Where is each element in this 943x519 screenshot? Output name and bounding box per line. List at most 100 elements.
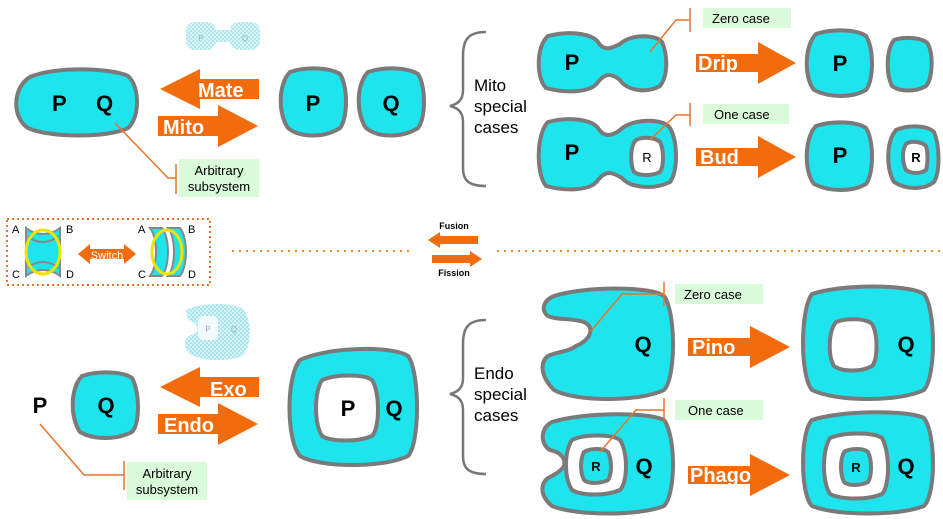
one-case-pointer-top	[649, 103, 691, 141]
zero-case-pointer-top	[649, 8, 691, 53]
faded-icon-bottom: P Q	[185, 304, 250, 361]
drip-cell-right-p	[804, 28, 874, 98]
bud-arrow	[696, 136, 796, 178]
pino-right-vesicle	[827, 317, 879, 373]
switch-frame	[6, 218, 211, 286]
arbitrary-note-bottom	[127, 462, 207, 500]
corner-d-right: D	[188, 269, 196, 281]
cell-q-top	[356, 66, 426, 138]
fusion-label: Fusion	[439, 221, 469, 231]
cell-q-top-label: Q	[382, 91, 399, 116]
exo-label: Exo	[210, 379, 247, 401]
zero-case-pointer-bottom	[589, 282, 665, 333]
fission-arrow	[432, 251, 482, 267]
drip-left-p-label: P	[565, 50, 580, 75]
merged-cell-pq	[14, 67, 139, 138]
one-case-note-top	[703, 104, 789, 124]
zero-case-note-bottom	[675, 284, 763, 304]
corner-b-right: B	[188, 224, 195, 236]
brace-bottom	[449, 318, 487, 476]
svg-text:Q: Q	[242, 34, 248, 43]
zero-case-note-bottom-text: Zero case	[684, 287, 742, 302]
endo-arrow	[158, 403, 258, 445]
corner-a-left: A	[12, 224, 20, 236]
mate-arrow	[160, 69, 259, 109]
group-label-top-3: cases	[474, 118, 518, 137]
bud-right-r-label: R	[911, 150, 921, 165]
bud-cell-right-r-inner	[901, 139, 930, 175]
one-case-pointer-bottom	[599, 398, 665, 453]
exo-arrow	[160, 367, 259, 407]
bottom-cell-q	[70, 370, 140, 440]
bud-label: Bud	[700, 147, 739, 169]
pino-left-q-label: Q	[634, 332, 651, 357]
one-case-note-bottom-text: One case	[688, 403, 744, 418]
bud-left-p-label: P	[565, 140, 580, 165]
corner-c-left: C	[12, 269, 20, 281]
bud-right-p-label: P	[833, 143, 848, 168]
endo-outer-q-label: Q	[385, 396, 402, 421]
svg-text:Q: Q	[231, 325, 237, 334]
mito-arrow	[158, 105, 258, 147]
arbitrary-note-top-line1: Arbitrary	[194, 163, 244, 178]
phago-left-q-label: Q	[635, 454, 652, 479]
bud-inner-r-left	[629, 135, 665, 177]
pino-arrow	[688, 326, 790, 368]
group-label-bottom-2: special	[474, 385, 527, 404]
bud-left-r-label: R	[642, 150, 651, 165]
cell-p-top-label: P	[306, 91, 321, 116]
zero-case-note-top-text: Zero case	[712, 11, 770, 26]
zero-case-note-top	[703, 8, 791, 28]
drip-droplet	[885, 35, 934, 93]
arbitrary-note-top	[179, 159, 259, 197]
group-label-bottom-3: cases	[474, 406, 518, 425]
phago-arrow	[688, 454, 790, 496]
corner-c-right: C	[138, 269, 146, 281]
arbitrary-pointer-bottom	[39, 423, 125, 490]
svg-text:P: P	[205, 325, 210, 334]
phago-label: Phago	[690, 465, 751, 487]
corner-a-right: A	[138, 224, 146, 236]
arbitrary-note-bottom-line1: Arbitrary	[142, 466, 192, 481]
mito-label: Mito	[163, 117, 204, 139]
arbitrary-note-bottom-line2: subsystem	[136, 482, 198, 497]
endo-inner-p-label: P	[341, 396, 356, 421]
corner-d-left: D	[66, 269, 74, 281]
cell-p-top	[278, 66, 348, 138]
mate-label: Mate	[198, 80, 244, 102]
drip-label: Drip	[698, 53, 738, 75]
switch-figure-left	[24, 225, 62, 279]
drip-cell-left	[536, 31, 669, 94]
bottom-cell-q-label: Q	[97, 393, 114, 418]
endo-inner-vesicle	[314, 373, 380, 443]
svg-text:P: P	[198, 34, 203, 43]
faded-icon-top: P Q	[186, 22, 260, 50]
pino-cell-left	[540, 286, 675, 401]
one-case-note-top-text: One case	[714, 107, 770, 122]
drip-arrow	[696, 42, 796, 84]
phago-right-r-label: R	[851, 460, 861, 475]
pino-label: Pino	[692, 337, 735, 359]
switch-label: Switch	[91, 250, 123, 262]
endo-label: Endo	[164, 415, 214, 437]
cell-label-p: P	[52, 91, 67, 116]
switch-arrow	[78, 244, 136, 264]
pino-right-q-label: Q	[897, 332, 914, 357]
phago-left-r-label: R	[591, 459, 601, 474]
cell-label-q: Q	[96, 91, 113, 116]
bottom-p-label: P	[33, 393, 48, 418]
group-label-top-2: special	[474, 97, 527, 116]
drip-right-p-label: P	[833, 51, 848, 76]
fission-label: Fission	[438, 268, 470, 278]
group-label-top-1: Mito	[474, 76, 506, 95]
bud-cell-right-p	[804, 120, 874, 192]
phago-right-q-label: Q	[897, 454, 914, 479]
fusion-arrow	[428, 232, 478, 248]
one-case-note-bottom	[675, 400, 763, 420]
arbitrary-note-top-line2: subsystem	[188, 179, 250, 194]
group-label-bottom-1: Endo	[474, 364, 514, 383]
phago-right-r-cell	[839, 447, 873, 487]
arbitrary-pointer-top	[114, 122, 177, 194]
brace-top	[449, 30, 487, 188]
